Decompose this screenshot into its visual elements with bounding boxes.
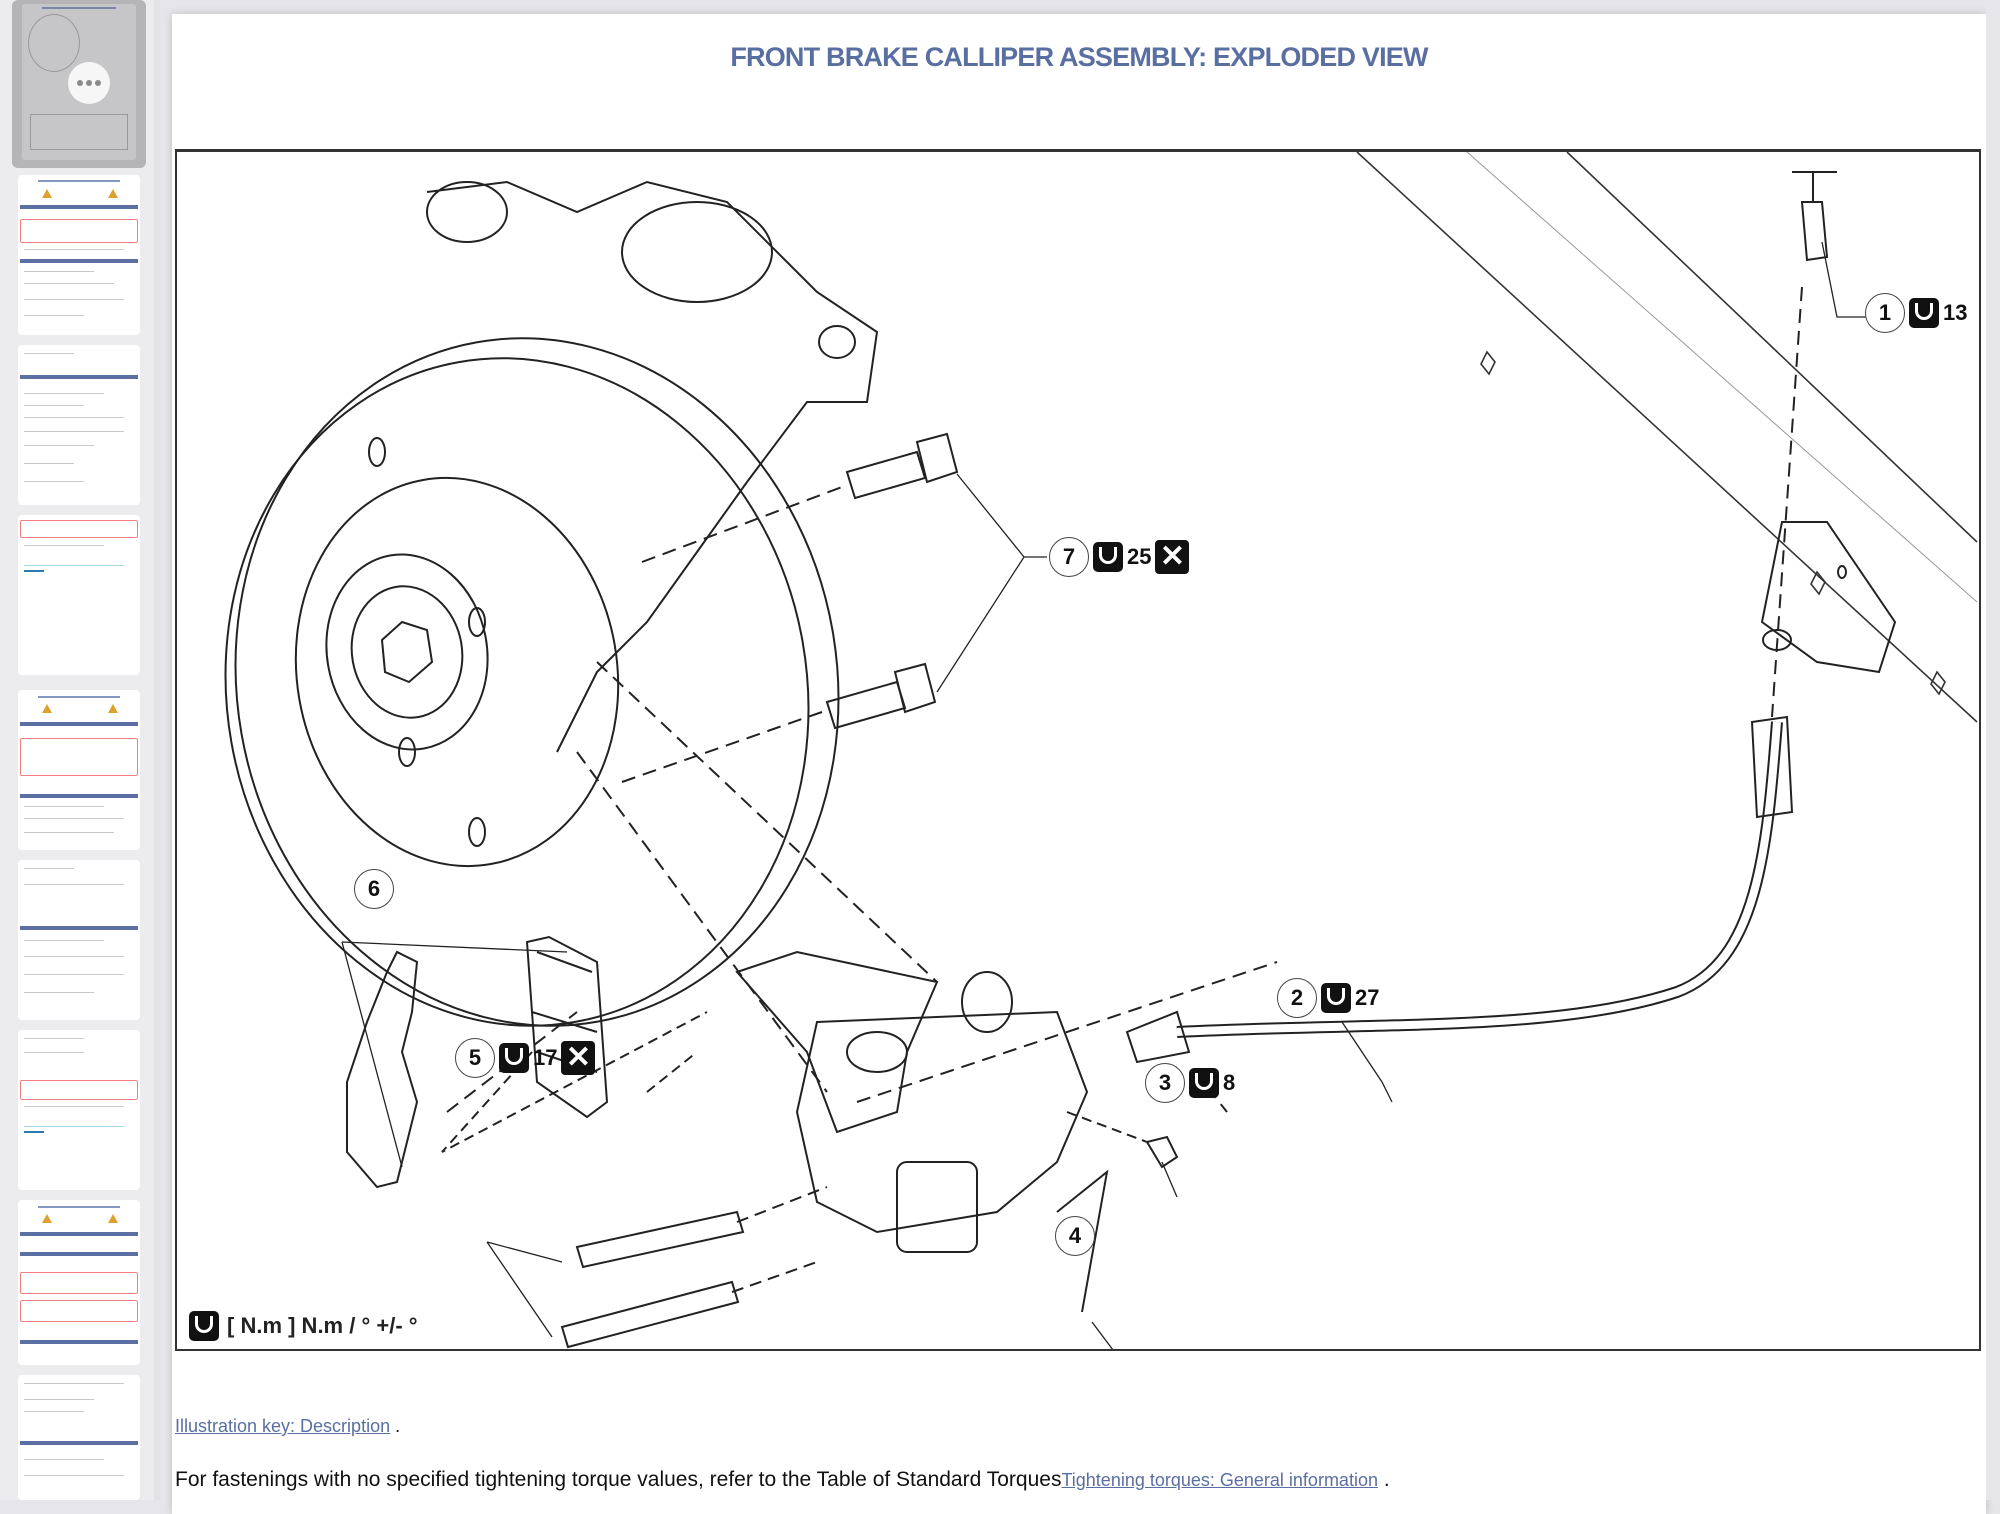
brake-disc [224, 337, 840, 1027]
thumbnail-page-4[interactable] [18, 515, 140, 675]
thumbnail-page-7[interactable] [18, 1030, 140, 1190]
standard-torques-note: For fastenings with no specified tighten… [175, 1468, 1390, 1492]
torque-wrench-icon [499, 1043, 529, 1073]
callout-4: 4 [1055, 1216, 1095, 1256]
guide-pins [486, 1186, 828, 1349]
illustration-key-link[interactable]: Illustration key: Description [175, 1416, 391, 1436]
tightening-torques-link[interactable]: Tightening torques: General information [1061, 1470, 1378, 1490]
thumbnail-page-6[interactable] [18, 860, 140, 1020]
sidebar-scrollbar[interactable] [154, 0, 160, 1500]
callout-number: 2 [1277, 978, 1317, 1018]
callout-number: 1 [1865, 293, 1905, 333]
legend-text: [ N.m ] N.m / ° +/- ° [227, 1313, 418, 1338]
exploded-view-figure: 1 13 7 25 ✕ 2 27 3 8 4 5 17 ✕ [175, 149, 1981, 1351]
thumbnail-disc-sketch [28, 14, 80, 72]
replace-part-icon: ✕ [561, 1041, 596, 1075]
ellipsis-dot [86, 80, 92, 86]
callout-1: 1 13 [1865, 293, 1967, 333]
warning-icon [108, 189, 118, 198]
thumbnail-page-9[interactable] [18, 1375, 140, 1500]
thumbnail-page-5[interactable] [18, 690, 140, 850]
steering-knuckle [426, 180, 879, 753]
replace-part-icon: ✕ [1155, 540, 1190, 574]
torque-legend: [ N.m ] N.m / ° +/- ° [189, 1311, 418, 1341]
page-title: FRONT BRAKE CALLIPER ASSEMBLY: EXPLODED … [730, 42, 1428, 72]
callout-7: 7 25 ✕ [1049, 537, 1190, 577]
more-options-button[interactable] [68, 62, 110, 104]
torque-value: 8 [1223, 1070, 1236, 1095]
ellipsis-icon [77, 80, 83, 86]
torque-value: 13 [1943, 300, 1968, 325]
callout-3: 3 8 [1145, 1063, 1235, 1103]
torque-wrench-icon [1189, 1068, 1219, 1098]
bleed-screw [1066, 1111, 1179, 1198]
thumbnail-page-8[interactable] [18, 1200, 140, 1365]
torque-wrench-icon [1909, 298, 1939, 328]
brake-caliper [735, 950, 1114, 1349]
link-suffix: . [1383, 1468, 1390, 1491]
document-page: FRONT BRAKE CALLIPER ASSEMBLY: EXPLODED … [172, 14, 1986, 1514]
callout-number: 6 [354, 869, 394, 909]
torque-wrench-icon [1321, 983, 1351, 1013]
callout-6: 6 [354, 869, 394, 909]
warning-icon [42, 704, 52, 713]
brake-assembly-drawing [224, 152, 1978, 1349]
note-text: For fastenings with no specified tighten… [175, 1468, 1062, 1491]
torque-value: 27 [1355, 985, 1380, 1010]
torque-wrench-icon [1093, 542, 1123, 572]
illustration-key-line: Illustration key: Description . [175, 1416, 400, 1437]
callout-5: 5 17 ✕ [455, 1038, 596, 1078]
ellipsis-dot [95, 80, 101, 86]
page-scrollbar[interactable] [1986, 0, 2000, 1500]
thumbnail-table [30, 114, 128, 150]
callout-number: 4 [1055, 1216, 1095, 1256]
link-suffix: . [395, 1416, 401, 1436]
brake-hose [1125, 715, 1794, 1103]
caliper-bracket-bolts [621, 432, 1047, 783]
torque-wrench-icon [189, 1311, 219, 1341]
thumbnail-page-3[interactable] [18, 345, 140, 505]
chassis-rail [1356, 152, 1978, 723]
callout-number: 3 [1145, 1063, 1185, 1103]
torque-value: 17 [533, 1045, 558, 1070]
warning-icon [108, 1214, 118, 1223]
hose-bracket [1760, 521, 1897, 674]
thumbnail-sidebar [0, 0, 160, 1500]
brake-pads [341, 935, 708, 1189]
thumbnail-page-1[interactable] [12, 0, 146, 168]
brake-pipe-union [1792, 171, 1867, 318]
alignment-lines [446, 286, 1803, 1113]
warning-icon [42, 1214, 52, 1223]
thumbnail-page-2[interactable] [18, 175, 140, 335]
callout-number: 7 [1049, 537, 1089, 577]
torque-value: 25 [1127, 544, 1152, 569]
warning-icon [42, 189, 52, 198]
callout-2: 2 27 [1277, 978, 1379, 1018]
callout-number: 5 [455, 1038, 495, 1078]
warning-icon [108, 704, 118, 713]
